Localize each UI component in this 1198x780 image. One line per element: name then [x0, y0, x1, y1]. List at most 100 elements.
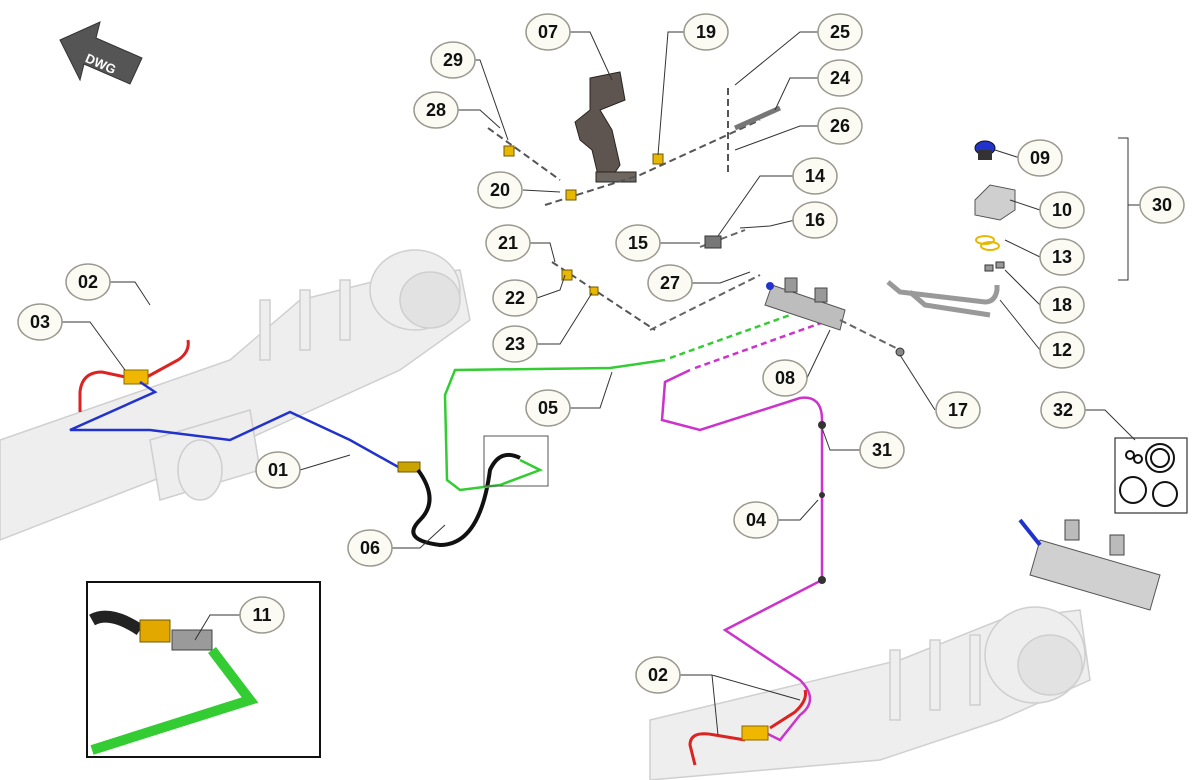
callout-label: 03 [30, 312, 50, 332]
hose-detail-inset [86, 581, 321, 758]
front-line-fitting [397, 461, 421, 473]
callout-c02b: 02 [635, 656, 681, 694]
reservoir-hose-12 [886, 280, 1000, 305]
reservoir-assembly [974, 140, 1016, 272]
callout-c21: 21 [485, 224, 531, 262]
front-brake-line [69, 380, 401, 470]
master-cylinder [764, 277, 846, 331]
pivot-bushing-20 [565, 189, 577, 201]
callout-label: 32 [1053, 400, 1073, 420]
callout-c29: 29 [430, 41, 476, 79]
callout-c32: 32 [1040, 391, 1086, 429]
linkage-dashed [551, 261, 656, 331]
callout-c11: 11 [239, 596, 285, 634]
callout-label: 15 [628, 233, 648, 253]
callout-label: 24 [830, 68, 850, 88]
hose-detail-box [483, 435, 549, 487]
callout-c02a: 02 [65, 263, 111, 301]
callout-label: 12 [1052, 340, 1072, 360]
callout-label: 02 [78, 272, 98, 292]
callout-c08: 08 [762, 359, 808, 397]
callout-label: 09 [1030, 148, 1050, 168]
callout-c27: 27 [647, 264, 693, 302]
callout-label: 14 [805, 166, 825, 186]
callout-label: 18 [1052, 295, 1072, 315]
callout-label: 29 [443, 50, 463, 70]
callout-label: 06 [360, 538, 380, 558]
callout-c19: 19 [683, 13, 729, 51]
callout-c04: 04 [733, 501, 779, 539]
pivot-shaft-24 [733, 105, 782, 131]
callout-label: 31 [872, 440, 892, 460]
callout-label: 21 [498, 233, 518, 253]
callout-c17: 17 [935, 391, 981, 429]
master-cylinder-alt-view [1018, 518, 1161, 611]
callout-c14: 14 [792, 157, 838, 195]
callout-label: 16 [805, 210, 825, 230]
rear-line-dashed [694, 316, 836, 370]
callout-c01: 01 [255, 451, 301, 489]
brake-pedal [574, 71, 637, 183]
callout-c06: 06 [347, 529, 393, 567]
callout-c28: 28 [413, 91, 459, 129]
flex-hose [411, 453, 521, 548]
master-fitting-17 [895, 347, 905, 357]
callout-c09: 09 [1017, 139, 1063, 177]
callout-c16: 16 [792, 201, 838, 239]
callout-c26: 26 [817, 107, 863, 145]
callout-label: 02 [648, 665, 668, 685]
reservoir-hose-12-b [908, 290, 991, 318]
callout-c20: 20 [477, 171, 523, 209]
rear-axle-housing [649, 606, 1091, 780]
callout-c12: 12 [1039, 331, 1085, 369]
callout-label: 17 [948, 400, 968, 420]
callout-c25: 25 [817, 13, 863, 51]
callout-label: 25 [830, 22, 850, 42]
linkage-bushing-22 [561, 269, 573, 281]
callout-c05: 05 [525, 389, 571, 427]
callout-c31: 31 [859, 431, 905, 469]
front-axle-brake-lines [78, 339, 190, 412]
callout-c15: 15 [615, 224, 661, 262]
callout-label: 05 [538, 398, 558, 418]
callout-label: 13 [1052, 247, 1072, 267]
callout-c10: 10 [1039, 191, 1085, 229]
rear-tee-fitting [741, 725, 769, 741]
pivot-bushing-19 [652, 153, 664, 165]
callout-label: 26 [830, 116, 850, 136]
callout-label: 04 [746, 510, 766, 530]
direction-arrow-icon: DWG [59, 21, 143, 85]
pedal-pivot-dashed [487, 88, 761, 206]
callout-bubbles: 07 19 25 29 24 28 26 09 20 14 10 30 21 15 16 13 02 22 27 03… [17, 13, 1185, 694]
callout-label: 08 [775, 368, 795, 388]
callout-label: 27 [660, 273, 680, 293]
callout-label: 10 [1052, 200, 1072, 220]
master-pushrod-dashed [649, 229, 901, 351]
pivot-bushing-28 [503, 145, 515, 157]
green-line-dashed [669, 313, 791, 360]
callout-c03: 03 [17, 303, 63, 341]
switch-bracket-14 [704, 235, 722, 249]
callout-c18: 18 [1039, 286, 1085, 324]
callout-label: 19 [696, 22, 716, 42]
rear-brake-line [660, 368, 824, 742]
callout-label: 22 [505, 288, 525, 308]
line-clip-1 [818, 421, 826, 429]
callout-label: 30 [1152, 195, 1172, 215]
leader-lines [62, 31, 1142, 736]
front-tee-fitting [123, 369, 149, 385]
callout-label: 28 [426, 100, 446, 120]
callout-c30: 30 [1139, 186, 1185, 224]
line-clip-2 [819, 492, 825, 498]
callout-c07: 07 [525, 13, 571, 51]
linkage-bushing-23 [589, 286, 599, 296]
callout-c23: 23 [492, 325, 538, 363]
callout-label: 07 [538, 22, 558, 42]
callout-c24: 24 [817, 59, 863, 97]
seal-kit-inset [1114, 437, 1188, 514]
master-to-hose-line [443, 358, 666, 492]
callout-label: 11 [252, 605, 271, 625]
callout-label: 01 [268, 460, 288, 480]
line-clip-3 [818, 576, 826, 584]
